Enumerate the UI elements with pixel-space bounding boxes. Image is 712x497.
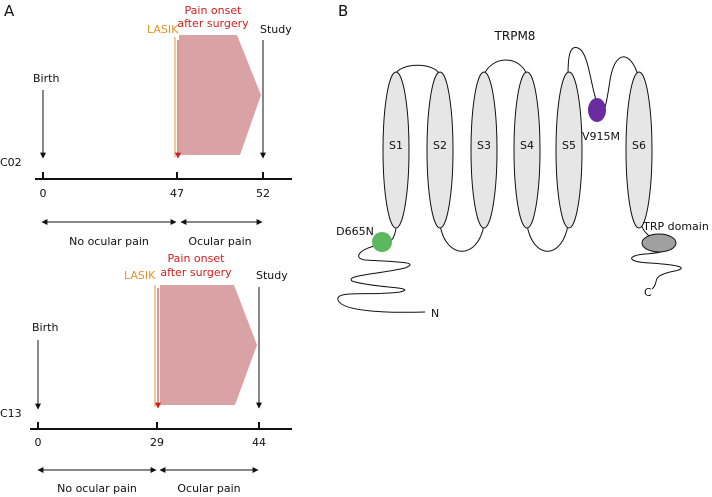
tick-label-c13-0: 0 xyxy=(35,436,42,449)
tick-label-c02-0: 0 xyxy=(40,187,47,200)
patient-label-c02: C02 xyxy=(0,156,22,169)
loop-s4-s5 xyxy=(526,224,569,252)
patient-label-c13: C13 xyxy=(0,407,22,420)
segment-label-s2: S2 xyxy=(433,139,447,152)
loop-s1-s2 xyxy=(394,64,441,76)
pain-region-c02 xyxy=(179,35,261,155)
segment-label-s4: S4 xyxy=(520,139,534,152)
trp-domain-shape xyxy=(641,233,677,253)
trp-domain-label: TRP domain xyxy=(642,220,709,233)
d665n-mutation-dot xyxy=(372,232,392,252)
loop-s2-s3 xyxy=(439,224,485,252)
birth-label-c13: Birth xyxy=(32,321,58,334)
segment-s2 xyxy=(426,71,454,229)
lasik-label-c13: LASIK xyxy=(124,269,156,282)
panel-a-label: A xyxy=(4,2,15,20)
segment-label-s3: S3 xyxy=(477,139,491,152)
no-pain-label-c13: No ocular pain xyxy=(57,482,137,495)
segment-s1 xyxy=(382,71,410,229)
pain-label-c13: Ocular pain xyxy=(177,482,240,495)
segment-s6 xyxy=(625,71,653,229)
tick-label-c02-2: 52 xyxy=(256,187,270,200)
v915m-label: V915M xyxy=(582,130,620,143)
segment-label-s6: S6 xyxy=(632,139,646,152)
c-terminus-label: C xyxy=(644,286,652,299)
study-label-c02: Study xyxy=(260,23,292,36)
birth-label-c02: Birth xyxy=(33,72,59,85)
onset-label-c13-line2: after surgery xyxy=(160,266,232,279)
d665n-label: D665N xyxy=(336,225,374,238)
n-terminal-tail xyxy=(337,224,426,313)
loop-s3-s4 xyxy=(483,59,528,76)
study-label-c13: Study xyxy=(256,269,288,282)
pain-region-c13 xyxy=(160,285,257,405)
trpm8-topology: S1 S2 S3 S4 S5 S6 D665N V915M TRP domain… xyxy=(336,46,709,320)
onset-label-c13-line1: Pain onset xyxy=(168,252,226,265)
tick-label-c13-2: 44 xyxy=(252,436,266,449)
panel-b-label: B xyxy=(338,2,348,20)
onset-label-c02-line2: after surgery xyxy=(177,17,249,30)
segment-s5 xyxy=(555,71,583,229)
no-pain-label-c02: No ocular pain xyxy=(69,235,149,248)
lasik-label-c02: LASIK xyxy=(147,23,179,36)
v915m-mutation-dot xyxy=(588,98,606,122)
tick-label-c02-1: 47 xyxy=(170,187,184,200)
segment-s4 xyxy=(513,71,541,229)
timeline-c13: C13 0 29 44 Birth LASIK Pain onset after… xyxy=(0,252,292,495)
n-terminus-label: N xyxy=(431,307,439,320)
onset-label-c02-line1: Pain onset xyxy=(185,4,243,17)
timeline-c02: C02 0 47 52 Birth LASIK Pain onset after… xyxy=(0,4,292,248)
protein-title: TRPM8 xyxy=(494,29,536,43)
tick-label-c13-1: 29 xyxy=(150,436,164,449)
segment-label-s5: S5 xyxy=(562,139,576,152)
pain-label-c02: Ocular pain xyxy=(188,235,251,248)
segment-label-s1: S1 xyxy=(389,139,403,152)
segment-s3 xyxy=(470,71,498,229)
